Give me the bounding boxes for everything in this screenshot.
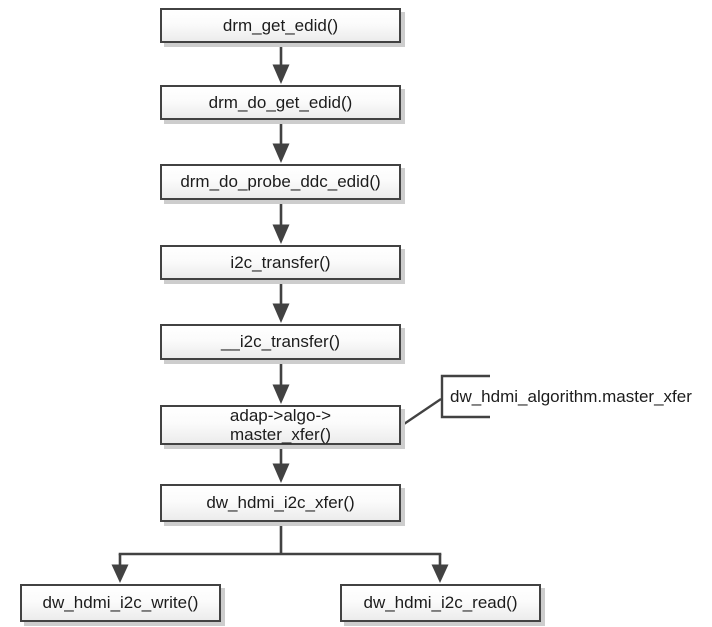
arrow-__i2c_transfer-to-adap_algo_master_xfer (272, 360, 290, 404)
arrow-drm_do_probe_ddc_edid-to-i2c_transfer (272, 200, 290, 244)
callout-bracket (440, 374, 490, 419)
node-dw_hdmi_i2c_xfer: dw_hdmi_i2c_xfer() (160, 484, 401, 522)
arrow-drm_do_get_edid-to-drm_do_probe_ddc_edid (272, 120, 290, 163)
arrow-i2c_transfer-to-__i2c_transfer (272, 280, 290, 323)
node-label: drm_do_get_edid() (208, 92, 353, 112)
arrow-adap_algo_master_xfer-to-dw_hdmi_i2c_xfer (272, 445, 290, 483)
node-label: dw_hdmi_i2c_read() (363, 593, 518, 613)
node-i2c_transfer: i2c_transfer() (160, 245, 401, 280)
node-dw_hdmi_i2c_read: dw_hdmi_i2c_read() (340, 584, 541, 622)
node-adap_algo_master_xfer: adap->algo-> master_xfer() (160, 405, 401, 445)
node-label: dw_hdmi_i2c_xfer() (206, 493, 355, 513)
node-label: drm_do_probe_ddc_edid() (180, 172, 381, 192)
node-__i2c_transfer: __i2c_transfer() (160, 324, 401, 360)
node-label: __i2c_transfer() (220, 332, 341, 352)
node-drm_do_probe_ddc_edid: drm_do_probe_ddc_edid() (160, 164, 401, 200)
arrow-drm_get_edid-to-drm_do_get_edid (272, 43, 290, 84)
node-drm_get_edid: drm_get_edid() (160, 8, 401, 43)
node-label: i2c_transfer() (230, 252, 331, 272)
node-drm_do_get_edid: drm_do_get_edid() (160, 85, 401, 120)
node-label: dw_hdmi_i2c_write() (42, 593, 199, 613)
node-dw_hdmi_i2c_write: dw_hdmi_i2c_write() (20, 584, 221, 622)
node-label: adap->algo-> master_xfer() (229, 405, 332, 444)
callout-label: dw_hdmi_algorithm.master_xfer (450, 386, 692, 406)
node-label: drm_get_edid() (222, 15, 339, 35)
branch-dw_hdmi_i2c_xfer (111, 522, 449, 583)
callout-connector-line (400, 398, 442, 427)
